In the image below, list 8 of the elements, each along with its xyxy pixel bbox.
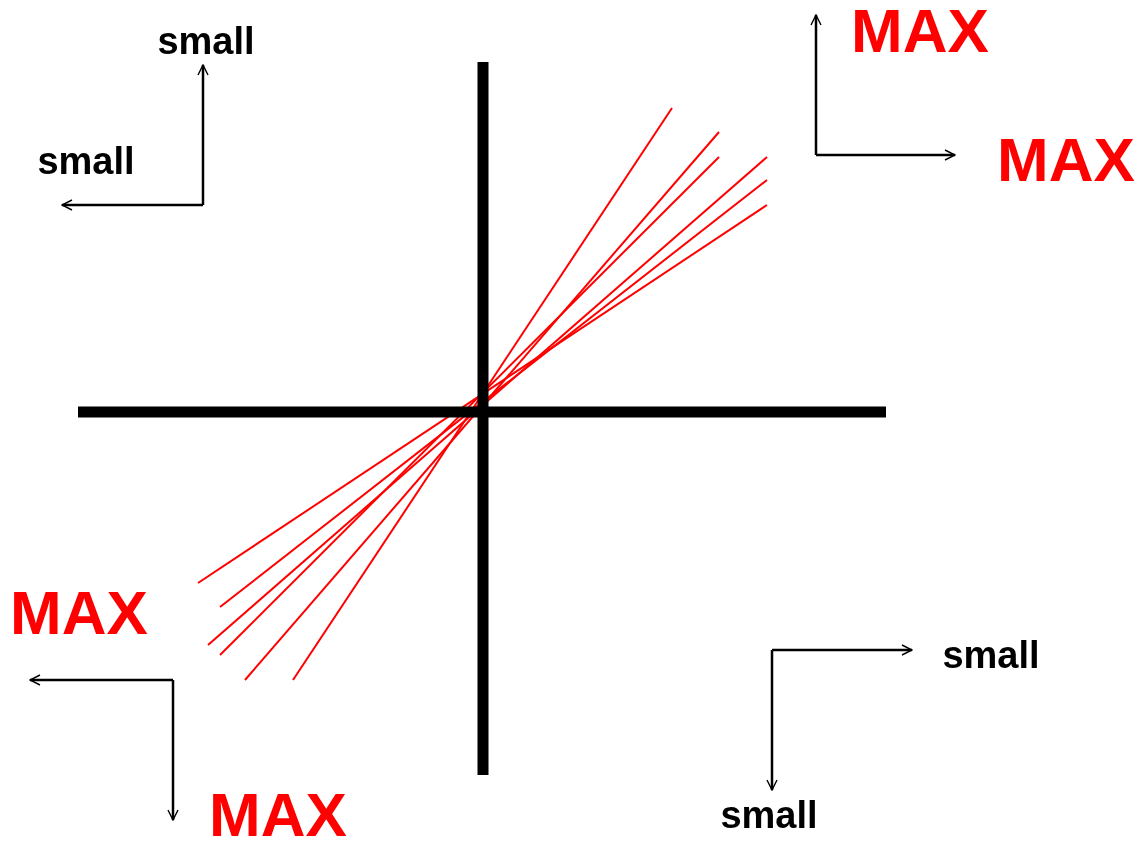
direction-label: small bbox=[37, 142, 135, 180]
direction-label: MAX bbox=[10, 582, 148, 644]
direction-label: small bbox=[942, 636, 1040, 674]
direction-label: small bbox=[720, 796, 818, 834]
direction-label: MAX bbox=[851, 0, 989, 62]
direction-label: small bbox=[157, 22, 255, 60]
direction-label: MAX bbox=[209, 784, 347, 844]
direction-label: MAX bbox=[997, 129, 1135, 191]
